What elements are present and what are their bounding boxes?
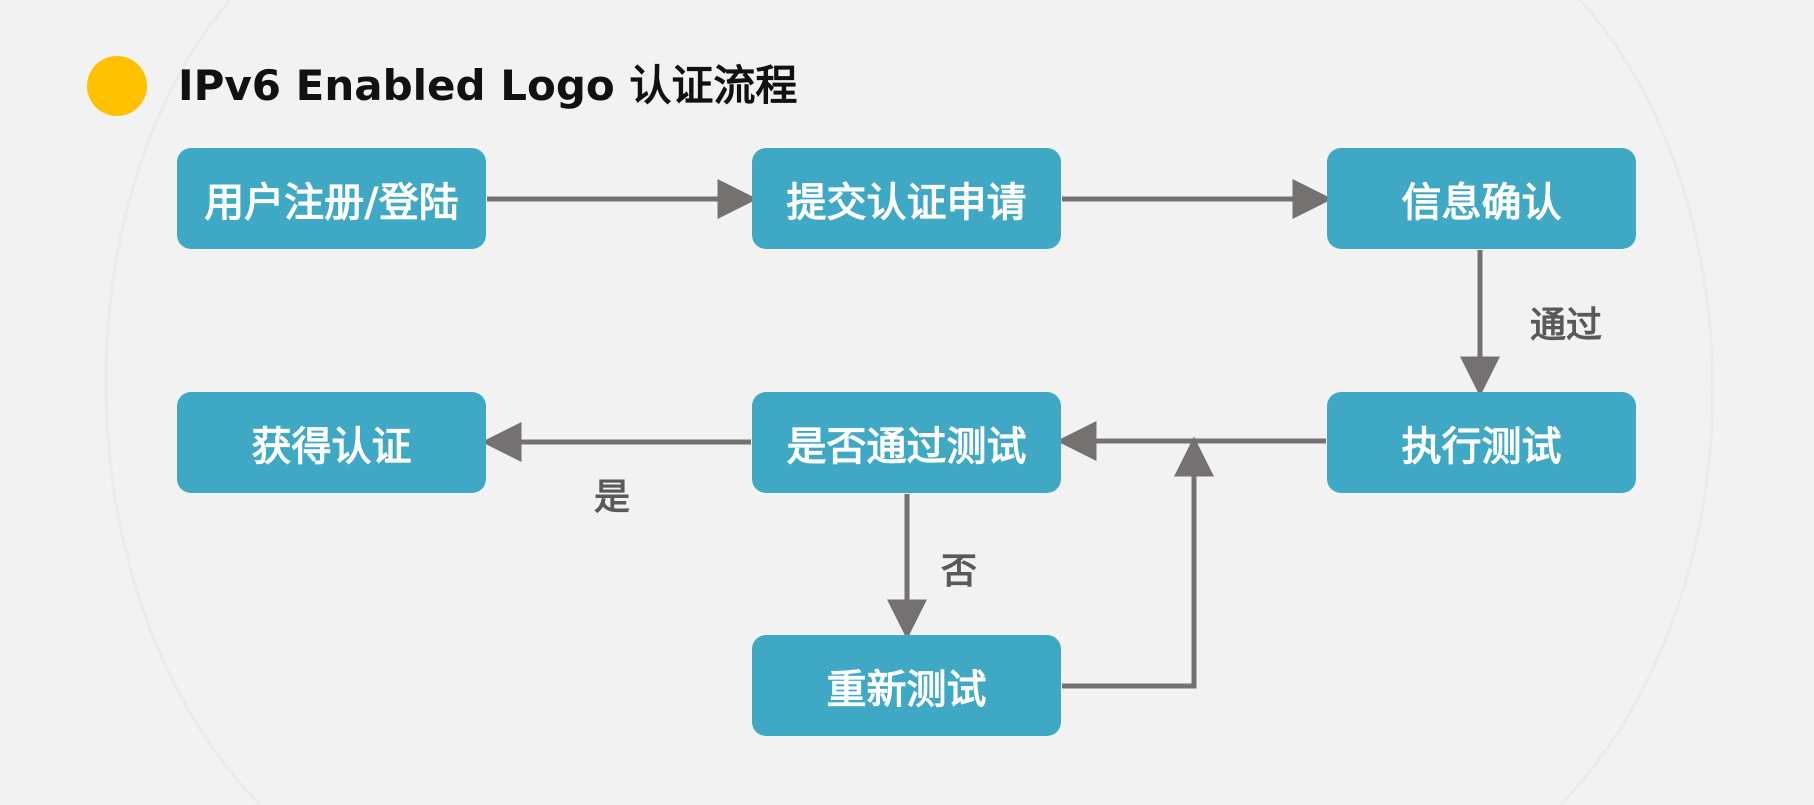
node-info-confirm: 信息确认 <box>1327 148 1636 249</box>
node-execute-test: 执行测试 <box>1327 392 1636 493</box>
node-submit-application: 提交认证申请 <box>752 148 1061 249</box>
title-bullet-dot <box>87 56 147 116</box>
node-get-certified: 获得认证 <box>177 392 486 493</box>
page-title: IPv6 Enabled Logo 认证流程 <box>178 61 798 110</box>
arrow-retest-loop-back <box>1062 436 1214 689</box>
edge-label-passed: 通过 <box>1530 305 1603 346</box>
edge-label-yes: 是 <box>594 477 631 518</box>
node-pass-test-decision: 是否通过测试 <box>752 392 1061 493</box>
edge-label-no: 否 <box>941 551 978 592</box>
node-retest: 重新测试 <box>752 635 1061 736</box>
node-register-login: 用户注册/登陆 <box>177 148 486 249</box>
